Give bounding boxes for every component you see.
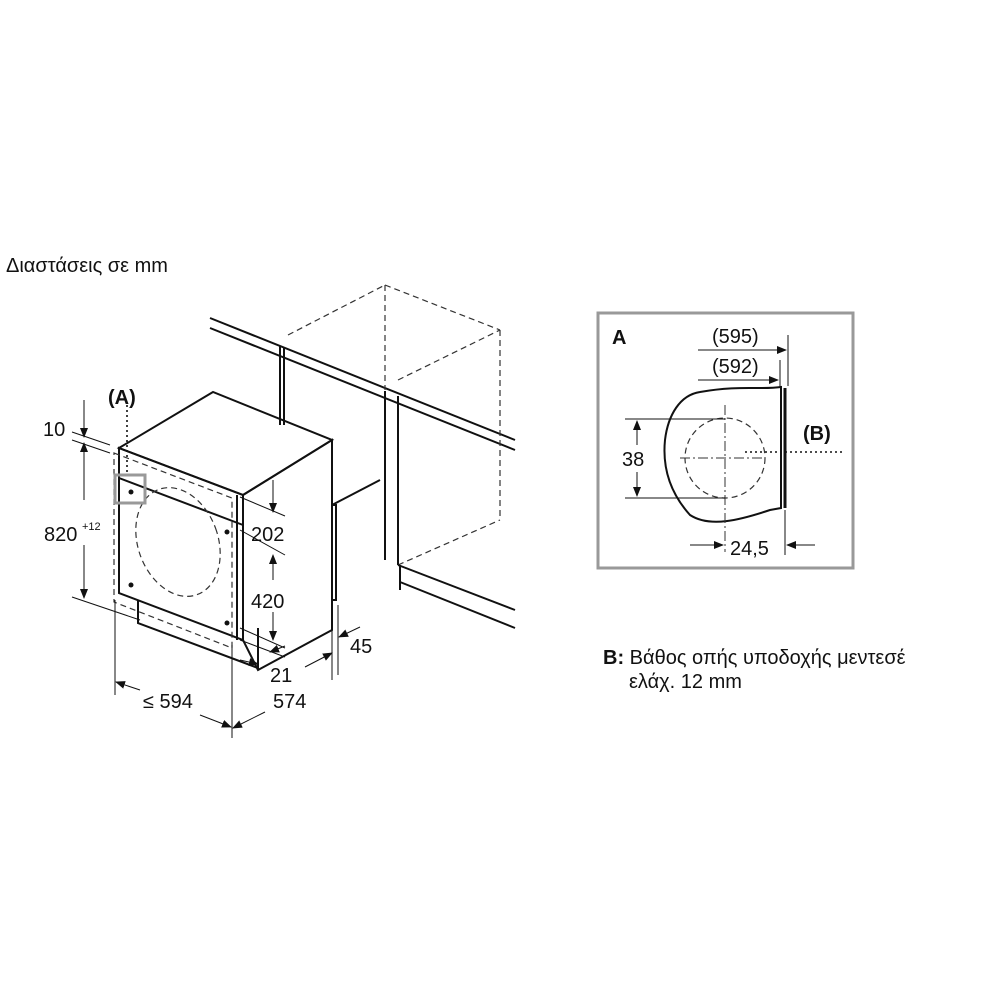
dim-depth: 574 (273, 691, 306, 713)
dim-595: (595) (712, 326, 759, 348)
dimension-lines (71, 400, 361, 738)
detail-a-box (596, 311, 855, 570)
dim-width: ≤ 594 (143, 691, 193, 713)
dim-upper: 202 (251, 524, 284, 546)
callout-a: (A) (108, 387, 136, 409)
note-b-line1: Βάθος οπής υποδοχής μεντεσέ (629, 647, 906, 669)
note-b-line2: ελάχ. 12 mm (629, 671, 742, 693)
dim-height-tolerance: +12 (82, 521, 101, 533)
note-b: B: Βάθος οπής υποδοχής μεντεσέ ελάχ. 12 … (603, 646, 906, 694)
hinge-markers (128, 489, 230, 626)
dim-top-gap: 10 (43, 419, 65, 441)
callout-b: (B) (803, 423, 831, 445)
dim-height: 820 (44, 524, 77, 546)
cabinet-outline (209, 284, 516, 629)
dim-rear-gap: 45 (350, 636, 372, 658)
dim-middle: 420 (251, 591, 284, 613)
dim-38: 38 (622, 449, 644, 471)
dim-592: (592) (712, 356, 759, 378)
dim-24-5: 24,5 (730, 538, 769, 560)
note-b-key: B: (603, 647, 625, 669)
detail-a-label: A (612, 327, 626, 349)
dim-plinth: 21 (270, 665, 292, 687)
detail-a-highlight (113, 473, 147, 505)
washing-machine (113, 390, 337, 672)
title: Διαστάσεις σε mm (6, 255, 168, 277)
